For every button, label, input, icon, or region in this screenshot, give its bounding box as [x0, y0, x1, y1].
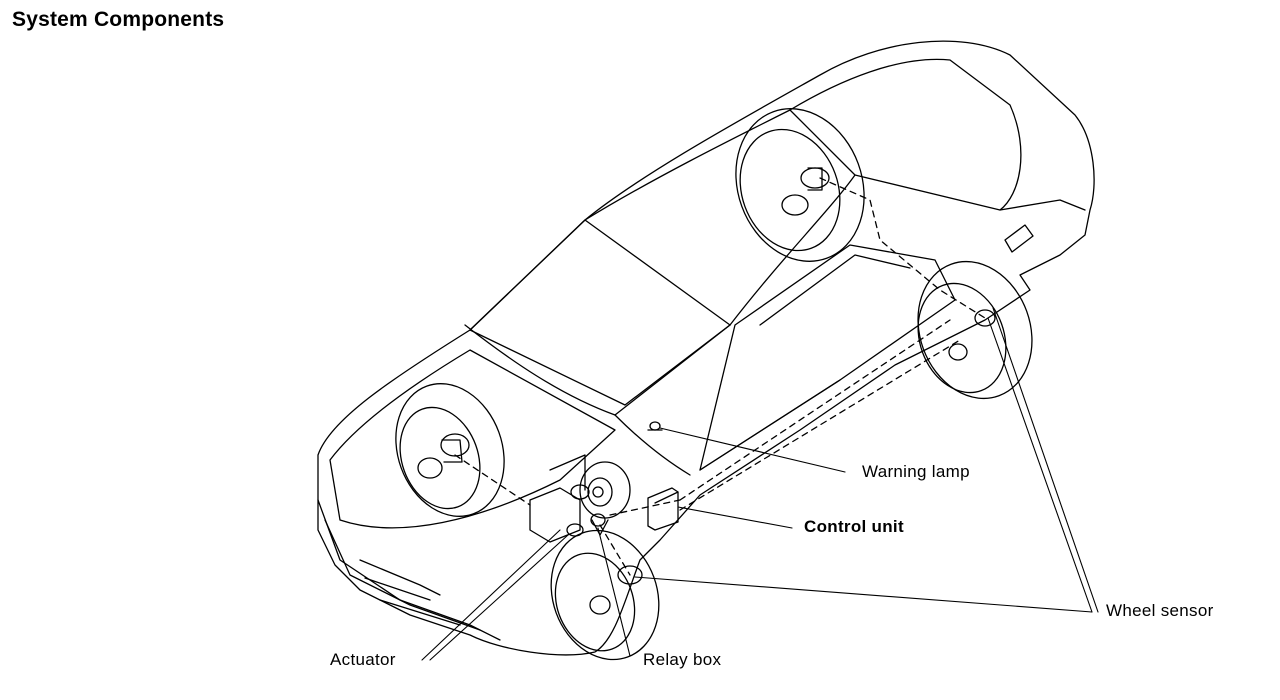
car-body-outline — [317, 40, 1095, 656]
brake-booster — [579, 461, 631, 519]
page-title: System Components — [12, 8, 225, 31]
tail-light — [1004, 224, 1034, 253]
actuator — [529, 454, 590, 543]
control-unit — [647, 487, 679, 531]
warning-lamp-label: Warning lamp — [862, 462, 970, 481]
warning-lamp — [647, 421, 663, 431]
trunk-lid — [789, 58, 1022, 211]
wiring-harness — [454, 177, 986, 576]
wheel-sensor-label: Wheel sensor — [1106, 601, 1214, 620]
control-unit-label: Control unit — [804, 517, 904, 536]
door-outline — [699, 244, 956, 471]
windshield — [464, 324, 731, 416]
leader-lines — [421, 307, 1099, 661]
relay-box-label: Relay box — [643, 650, 722, 669]
rear-right-wheel — [917, 260, 1033, 400]
front-left-wheel — [395, 383, 505, 517]
hood — [329, 349, 616, 529]
actuator-label: Actuator — [330, 650, 396, 669]
car-roof — [469, 219, 731, 406]
rear-left-wheel — [735, 108, 865, 262]
